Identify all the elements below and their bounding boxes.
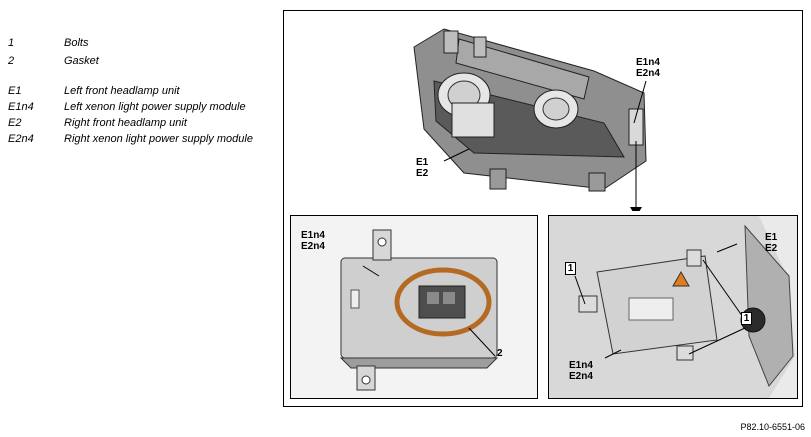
legend-item: E1 Left front headlamp unit bbox=[8, 84, 278, 98]
legend-key: 2 bbox=[8, 55, 15, 67]
legend-item: 2 Gasket bbox=[8, 54, 278, 68]
inset-right-callout-module: E1n4 E2n4 bbox=[569, 360, 593, 382]
legend-item: E1n4 Left xenon light power supply modul… bbox=[8, 100, 278, 114]
headlamp-illustration bbox=[413, 28, 647, 211]
figure-frame: E1n4 E2n4 E1 E2 E1n4 E2n4 2 bbox=[283, 10, 803, 407]
mounted-module-illustration bbox=[549, 216, 797, 398]
legend-item: E2 Right front headlamp unit bbox=[8, 116, 278, 130]
main-callout-headlamp: E1 E2 bbox=[416, 157, 429, 179]
inset-right-callout-headlamp: E1 E2 bbox=[765, 232, 778, 254]
module-illustration bbox=[339, 229, 499, 391]
legend-text: Left front headlamp unit bbox=[64, 85, 180, 97]
inset-module-mounted: 1 1 E1 E2 E1n4 E2n4 bbox=[548, 215, 798, 399]
legend-text: Right front headlamp unit bbox=[64, 117, 187, 129]
legend-item: E2n4 Right xenon light power supply modu… bbox=[8, 132, 278, 146]
legend-text: Gasket bbox=[64, 55, 99, 67]
inset-power-supply-module: E1n4 E2n4 2 bbox=[290, 215, 538, 399]
legend-key: 1 bbox=[8, 37, 15, 49]
inset-left-callout-module: E1n4 E2n4 bbox=[301, 230, 325, 252]
legend-key: E2 bbox=[8, 117, 22, 129]
legend-text: Left xenon light power supply module bbox=[64, 101, 246, 113]
main-callout-module: E1n4 E2n4 bbox=[636, 57, 660, 79]
legend-key: E2n4 bbox=[8, 133, 34, 145]
legend-text: Right xenon light power supply module bbox=[64, 133, 253, 145]
figure-reference: P82.10-6551-06 bbox=[740, 422, 805, 432]
legend-text: Bolts bbox=[64, 37, 89, 49]
legend-item: 1 Bolts bbox=[8, 36, 278, 50]
legend-key: E1n4 bbox=[8, 101, 34, 113]
legend-key: E1 bbox=[8, 85, 22, 97]
inset-left-callout-gasket: 2 bbox=[497, 348, 503, 359]
legend: 1 Bolts 2 Gasket E1 Left front headlamp … bbox=[8, 36, 278, 146]
inset-right-callout-bolt-left: 1 bbox=[565, 262, 576, 275]
inset-right-callout-bolt-right: 1 bbox=[741, 312, 752, 325]
